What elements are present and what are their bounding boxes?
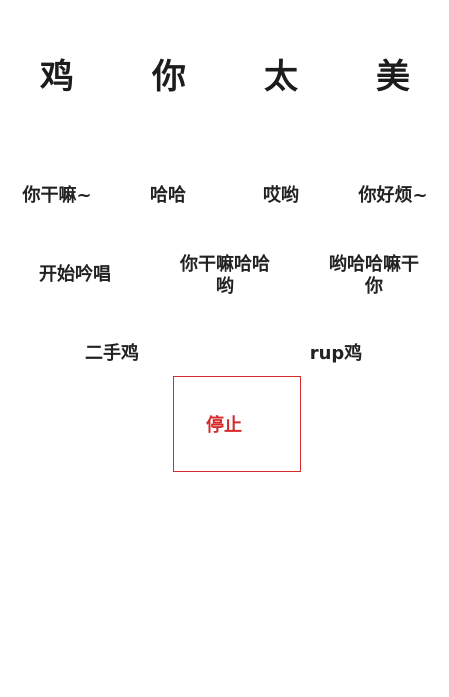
title-char-4: 美 <box>376 57 410 97</box>
sound-button-ni-gan-ma[interactable]: 你干嘛~ <box>12 185 102 207</box>
sound-button-start-chant[interactable]: 开始吟唱 <box>30 264 120 286</box>
sound-button-yo-haha-ma-gan-ni[interactable]: 哟哈哈嘛干你 <box>322 254 426 298</box>
title-char-2: 你 <box>152 57 186 97</box>
sound-button-aiyo[interactable]: 哎哟 <box>241 185 321 207</box>
sound-button-haha[interactable]: 哈哈 <box>128 185 208 207</box>
title-char-1: 鸡 <box>40 57 74 97</box>
sound-button-rup-ji[interactable]: rup鸡 <box>296 343 376 365</box>
stop-button-label: 停止 <box>206 415 242 436</box>
title-char-3: 太 <box>264 57 298 97</box>
stop-button[interactable]: 停止 <box>173 376 301 472</box>
sound-button-second-hand-ji[interactable]: 二手鸡 <box>72 343 152 365</box>
sound-button-ni-gan-ma-haha-yo[interactable]: 你干嘛哈哈哟 <box>173 254 277 298</box>
sound-button-ni-hao-fan[interactable]: 你好烦~ <box>348 185 438 207</box>
